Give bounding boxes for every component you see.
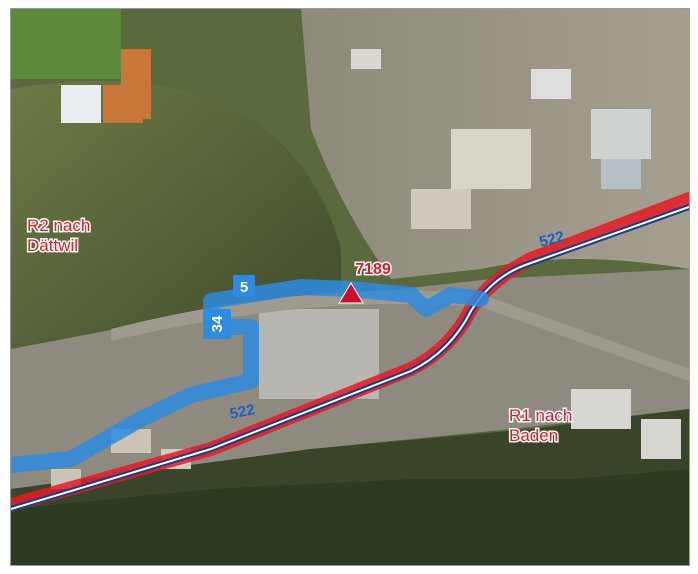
tennis-court-2 (103, 85, 143, 123)
rail-corridor (111, 290, 689, 381)
building-block (411, 189, 471, 229)
label-r2-line1: R2 nach (27, 216, 90, 235)
building-white (61, 85, 101, 123)
route-522-label-west: 522 (228, 401, 256, 423)
map-viewport[interactable]: 5 34 522 522 7189 R2 nach Dättwil R1 nac… (10, 8, 690, 566)
forest-south-dark (11, 469, 689, 565)
label-r1: R1 nach Baden (508, 405, 574, 447)
label-r1-line1: R1 nach (509, 406, 572, 425)
route-522-centerline (11, 206, 689, 510)
sports-field (11, 9, 121, 79)
badge-route-5-label: 5 (240, 279, 248, 296)
building-block-3 (601, 159, 641, 189)
label-r1-line2: Baden (509, 426, 558, 445)
route-522-label-east: 522 (538, 228, 567, 251)
marker-id-label: 7189 (355, 261, 391, 278)
building-mall (451, 129, 531, 189)
label-r2-line2: Dättwil (27, 236, 78, 255)
building-east-2 (641, 419, 681, 459)
building-east (571, 389, 631, 429)
badge-route-34-label: 34 (209, 315, 226, 332)
badge-route-34[interactable]: 34 (203, 309, 231, 339)
aerial-map[interactable]: 5 34 522 522 7189 R2 nach Dättwil R1 nac… (11, 9, 689, 565)
badge-route-5[interactable]: 5 (233, 275, 255, 297)
house (351, 49, 381, 69)
label-r2: R2 nach Dättwil (26, 215, 92, 257)
building-block-2 (591, 109, 651, 159)
triangle-marker-icon[interactable] (338, 282, 364, 304)
house-2 (531, 69, 571, 99)
